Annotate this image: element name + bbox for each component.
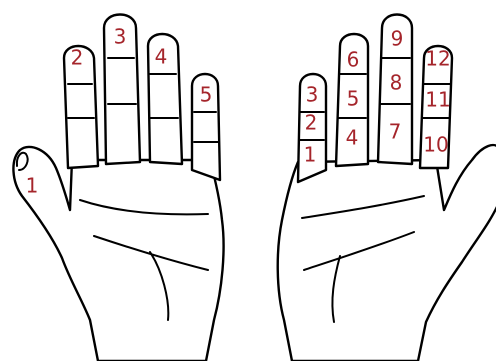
right-label-4: 4 xyxy=(346,126,359,150)
left-label-index: 2 xyxy=(71,46,84,70)
left-hand xyxy=(13,15,223,361)
left-label-thumb: 1 xyxy=(26,174,39,198)
right-label-7: 7 xyxy=(389,120,402,144)
right-label-9: 9 xyxy=(391,27,404,51)
right-hand xyxy=(278,15,496,361)
right-label-5: 5 xyxy=(347,87,360,111)
right-label-11: 11 xyxy=(425,88,450,112)
right-label-1: 1 xyxy=(304,143,317,167)
left-label-little: 5 xyxy=(200,83,213,107)
right-label-8: 8 xyxy=(390,71,403,95)
left-label-ring: 4 xyxy=(155,45,168,69)
right-label-10: 10 xyxy=(423,133,448,157)
right-label-6: 6 xyxy=(347,48,360,72)
left-label-middle: 3 xyxy=(114,25,127,49)
right-label-12: 12 xyxy=(425,47,450,71)
right-label-3: 3 xyxy=(306,83,319,107)
left-hand-palm xyxy=(13,147,223,361)
right-label-2: 2 xyxy=(305,111,318,135)
